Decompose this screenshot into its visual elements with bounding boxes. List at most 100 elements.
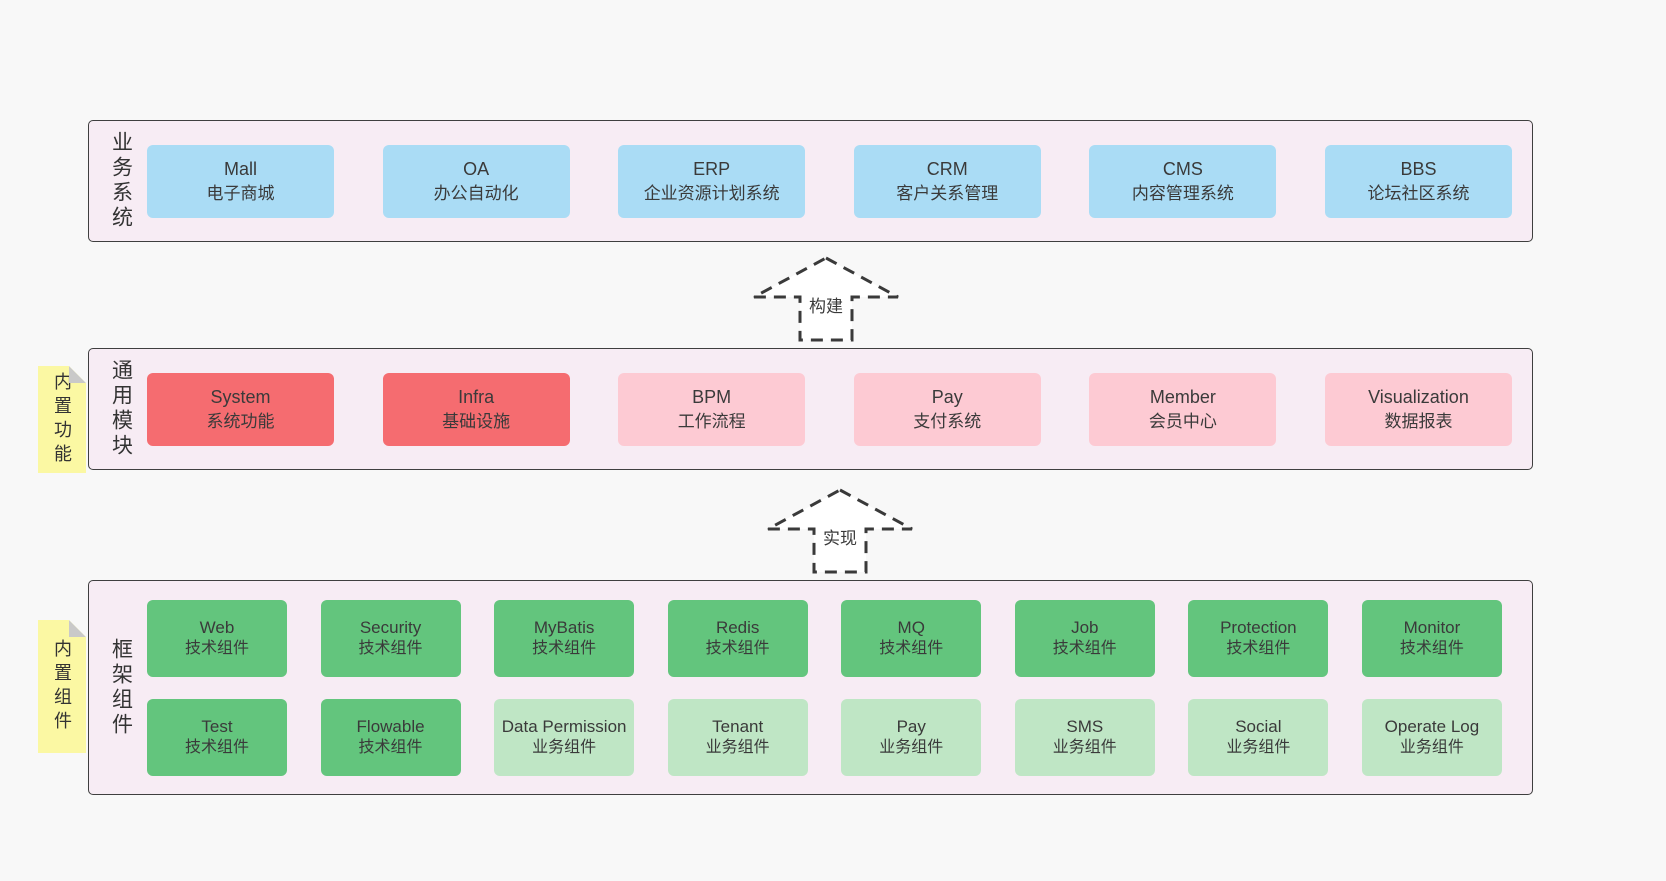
box-title: Tenant [712, 716, 764, 736]
box-title: Job [1071, 617, 1099, 637]
fold-corner [69, 366, 86, 383]
box-title: Member [1149, 386, 1216, 407]
box-title: BPM [692, 386, 732, 407]
box-subtitle: 客户关系管理 [896, 183, 999, 203]
box-title: System [210, 386, 271, 407]
tag-built-in-components: 内置组件 [38, 620, 86, 753]
box-subtitle: 数据报表 [1384, 411, 1453, 431]
box-web: Web 技术组件 [147, 599, 287, 677]
tag-built-in-features: 内置功能 [38, 366, 86, 473]
box-title: Flowable [356, 716, 425, 736]
arrow-label-bg [802, 293, 850, 318]
layer-framework-components: 框架组件 Web 技术组件 Security 技术组件 MyBatis 技术组件… [88, 580, 1533, 795]
box-mall: Mall 电子商城 [147, 144, 334, 218]
box-title: Test [201, 716, 233, 736]
box-sms: SMS 业务组件 [1014, 698, 1155, 776]
box-security: Security 技术组件 [320, 599, 461, 677]
box-title: Infra [458, 386, 495, 407]
box-subtitle: 技术组件 [184, 639, 249, 657]
box-title: SMS [1066, 716, 1104, 736]
box-infra: Infra 基础设施 [382, 372, 570, 446]
box-title: Data Permission [501, 716, 627, 736]
tag-label: 内置功能 [52, 371, 72, 468]
box-subtitle: 支付系统 [913, 411, 982, 431]
box-title: Monitor [1403, 617, 1461, 637]
box-subtitle: 技术组件 [1226, 639, 1291, 657]
box-monitor: Monitor 技术组件 [1361, 599, 1502, 677]
box-title: MQ [897, 617, 925, 637]
box-title: CRM [926, 158, 968, 179]
box-subtitle: 业务组件 [1226, 738, 1291, 756]
box-title: CMS [1162, 158, 1203, 179]
box-data-permission: Data Permission 业务组件 [494, 698, 635, 776]
box-subtitle: 技术组件 [705, 639, 770, 657]
box-subtitle: 技术组件 [1399, 639, 1464, 657]
layer-common-modules: 通用模块 System 系统功能 Infra 基础设施 BPM 工作流程 Pay… [88, 348, 1533, 470]
box-flowable: Flowable 技术组件 [320, 698, 461, 776]
arrow-label-bg [816, 525, 864, 550]
box-pay-system: Pay 支付系统 [853, 372, 1041, 446]
box-subtitle: 技术组件 [184, 738, 249, 756]
components-row-1: Web 技术组件 Security 技术组件 MyBatis 技术组件 Redi… [147, 599, 1502, 677]
tag-label: 内置组件 [52, 638, 72, 735]
box-job: Job 技术组件 [1014, 599, 1155, 677]
layer-label-business-systems: 业务系统 [109, 131, 133, 231]
box-title: Pay [931, 386, 963, 407]
box-subtitle: 工作流程 [677, 411, 746, 431]
box-erp: ERP 企业资源计划系统 [618, 144, 806, 218]
box-subtitle: 电子商城 [206, 183, 275, 203]
layer-label-common-modules: 通用模块 [109, 359, 133, 459]
box-operate-log: Operate Log 业务组件 [1361, 698, 1502, 776]
box-title: Social [1235, 716, 1282, 736]
arrow-implement: 实现 [767, 488, 913, 574]
box-subtitle: 技术组件 [879, 639, 944, 657]
box-subtitle: 业务组件 [532, 738, 597, 756]
box-test: Test 技术组件 [147, 698, 287, 776]
box-title: Web [199, 617, 235, 637]
box-subtitle: 内容管理系统 [1131, 183, 1234, 203]
box-cms: CMS 内容管理系统 [1089, 144, 1277, 218]
box-subtitle: 技术组件 [358, 738, 423, 756]
box-subtitle: 业务组件 [1399, 738, 1464, 756]
box-redis: Redis 技术组件 [667, 599, 808, 677]
arrow-build-label: 构建 [809, 297, 843, 316]
box-visualization: Visualization 数据报表 [1324, 372, 1512, 446]
box-title: BBS [1400, 158, 1437, 179]
box-title: ERP [693, 158, 731, 179]
box-subtitle: 技术组件 [532, 639, 597, 657]
box-tenant: Tenant 业务组件 [667, 698, 808, 776]
fold-corner [69, 620, 86, 637]
box-title: Mall [223, 158, 257, 179]
box-bpm: BPM 工作流程 [618, 372, 806, 446]
layer-business-systems: 业务系统 Mall 电子商城 OA 办公自动化 ERP 企业资源计划系统 CRM… [88, 120, 1533, 242]
box-protection: Protection 技术组件 [1188, 599, 1329, 677]
box-bbs: BBS 论坛社区系统 [1324, 144, 1512, 218]
box-title: OA [463, 158, 490, 179]
box-title: Redis [715, 617, 760, 637]
components-rows: Web 技术组件 Security 技术组件 MyBatis 技术组件 Redi… [143, 581, 1532, 794]
box-title: Visualization [1368, 386, 1469, 407]
box-subtitle: 会员中心 [1148, 411, 1217, 431]
box-title: Protection [1220, 617, 1297, 637]
box-subtitle: 业务组件 [1052, 738, 1117, 756]
box-subtitle: 技术组件 [1052, 639, 1117, 657]
box-subtitle: 论坛社区系统 [1367, 183, 1470, 203]
box-subtitle: 基础设施 [442, 411, 511, 431]
box-mybatis: MyBatis 技术组件 [494, 599, 635, 677]
box-title: Operate Log [1384, 716, 1480, 736]
box-system: System 系统功能 [147, 372, 334, 446]
layer-label-framework-components: 框架组件 [109, 637, 133, 738]
components-row-2: Test 技术组件 Flowable 技术组件 Data Permission … [147, 698, 1502, 776]
modules-boxes-row: System 系统功能 Infra 基础设施 BPM 工作流程 Pay 支付系统… [143, 349, 1532, 469]
box-subtitle: 办公自动化 [433, 183, 519, 203]
box-pay-component: Pay 业务组件 [841, 698, 982, 776]
box-subtitle: 业务组件 [705, 738, 770, 756]
arrow-build: 构建 [753, 256, 899, 342]
box-member: Member 会员中心 [1089, 372, 1277, 446]
box-oa: OA 办公自动化 [382, 144, 570, 218]
box-subtitle: 技术组件 [358, 639, 423, 657]
business-boxes-row: Mall 电子商城 OA 办公自动化 ERP 企业资源计划系统 CRM 客户关系… [143, 121, 1532, 241]
box-social: Social 业务组件 [1188, 698, 1329, 776]
box-subtitle: 企业资源计划系统 [643, 183, 780, 203]
box-subtitle: 业务组件 [879, 738, 944, 756]
